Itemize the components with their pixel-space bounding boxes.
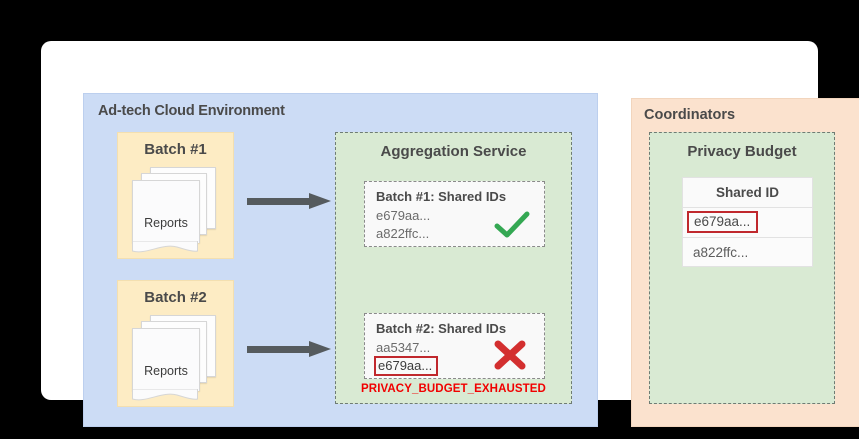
aggregation-batch-1-card: Batch #1: Shared IDs e679aa... a822ffc..…: [364, 181, 545, 247]
report-sheet-wave-icon: [132, 389, 198, 401]
table-row: e679aa...: [682, 207, 813, 237]
arrow-head-icon: [309, 341, 331, 357]
cross-icon: [491, 338, 529, 372]
arrow-batch-2-to-aggregation: [247, 340, 333, 358]
check-icon: [493, 210, 531, 240]
adtech-cloud-environment-panel: Ad-tech Cloud Environment Batch #1 Repor…: [83, 93, 598, 427]
arrow-shaft: [247, 198, 311, 205]
aggregation-batch-2-id-1: aa5347...: [376, 340, 431, 355]
table-cell-id: a822ffc...: [693, 244, 749, 260]
report-sheet-wave-icon: [132, 241, 198, 253]
batch-2-reports-label: Reports: [144, 364, 188, 378]
privacy-budget-table: Shared ID e679aa... a822ffc...: [682, 177, 813, 267]
aggregation-batch-2-heading: Batch #2: Shared IDs: [376, 321, 507, 336]
privacy-budget-panel: Privacy Budget Shared ID e679aa... a822f…: [649, 132, 835, 404]
privacy-budget-exhausted-label: PRIVACY_BUDGET_EXHAUSTED: [361, 383, 546, 395]
arrow-shaft: [247, 346, 311, 353]
aggregation-batch-2-card: Batch #2: Shared IDs aa5347... e679aa...: [364, 313, 545, 379]
aggregation-service-title: Aggregation Service: [380, 143, 527, 160]
aggregation-batch-2-flagged-id: e679aa...: [374, 356, 439, 376]
arrow-head-icon: [309, 193, 331, 209]
aggregation-service-panel: Aggregation Service Batch #1: Shared IDs…: [335, 132, 572, 404]
table-row: a822ffc...: [682, 237, 813, 267]
batch-1-source-box: Batch #1 Reports: [117, 132, 234, 259]
diagram-card: Ad-tech Cloud Environment Batch #1 Repor…: [41, 41, 859, 427]
batch-2-source-box: Batch #2 Reports: [117, 280, 234, 407]
batch-1-reports-stack: Reports: [132, 167, 220, 253]
arrow-batch-1-to-aggregation: [247, 192, 333, 210]
batch-1-title: Batch #1: [144, 141, 207, 158]
coordinators-title: Coordinators: [644, 107, 736, 123]
aggregation-batch-1-id-2: a822ffc...: [376, 226, 430, 241]
batch-1-reports-label: Reports: [144, 216, 188, 230]
aggregation-batch-1-heading: Batch #1: Shared IDs: [376, 189, 507, 204]
privacy-budget-title: Privacy Budget: [687, 143, 797, 160]
report-sheet-front-icon: Reports: [132, 180, 200, 243]
report-sheet-front-icon: Reports: [132, 328, 200, 391]
aggregation-batch-1-id-1: e679aa...: [376, 208, 431, 223]
table-header-shared-id: Shared ID: [682, 177, 813, 207]
batch-2-reports-stack: Reports: [132, 315, 220, 401]
table-cell-flagged-id: e679aa...: [687, 211, 759, 233]
coordinators-panel: Coordinators Privacy Budget Shared ID e6…: [631, 98, 859, 427]
batch-2-title: Batch #2: [144, 289, 207, 306]
adtech-panel-title: Ad-tech Cloud Environment: [98, 103, 285, 119]
